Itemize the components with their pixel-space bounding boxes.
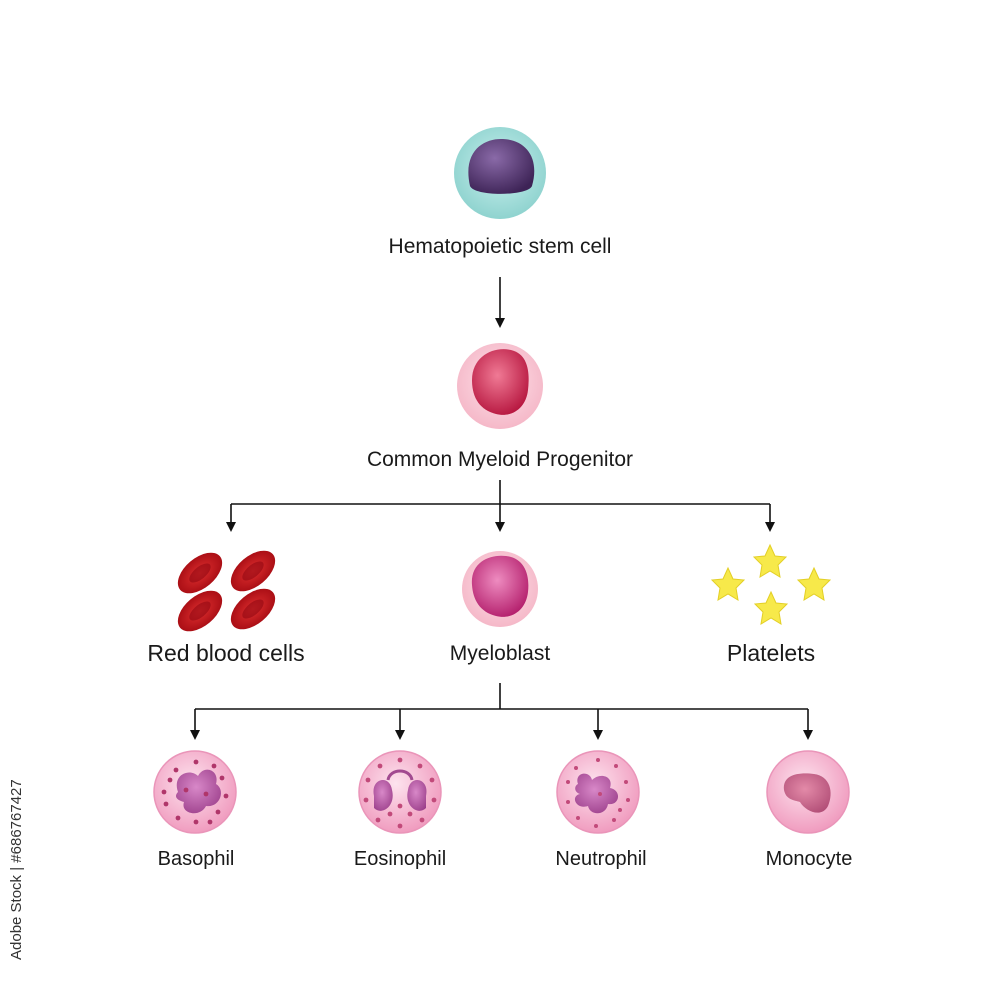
basophil-cell-icon: [153, 750, 237, 834]
label-cmp: Common Myeloid Progenitor: [366, 448, 634, 471]
neutrophil-cell-icon: [556, 750, 640, 834]
eosinophil-cell-icon: [358, 750, 442, 834]
label-myeloblast: Myeloblast: [449, 642, 551, 665]
red-blood-cells-icon: [177, 550, 276, 632]
stem-cell-icon: [454, 127, 546, 219]
label-platelets: Platelets: [726, 640, 816, 666]
label-monocyte: Monocyte: [765, 848, 853, 870]
label-neutrophil: Neutrophil: [555, 848, 647, 870]
cmp-cell-icon: [457, 343, 543, 429]
label-red-blood-cells: Red blood cells: [147, 640, 305, 666]
monocyte-cell-icon: [766, 750, 850, 834]
label-basophil: Basophil: [157, 848, 235, 870]
myeloblast-cell-icon: [462, 551, 538, 627]
label-stem-cell: Hematopoietic stem cell: [388, 235, 612, 258]
platelets-icon: [710, 543, 832, 625]
stock-watermark: Adobe Stock | #686767427: [8, 779, 25, 960]
connectors: [190, 277, 813, 740]
label-eosinophil: Eosinophil: [353, 848, 447, 870]
